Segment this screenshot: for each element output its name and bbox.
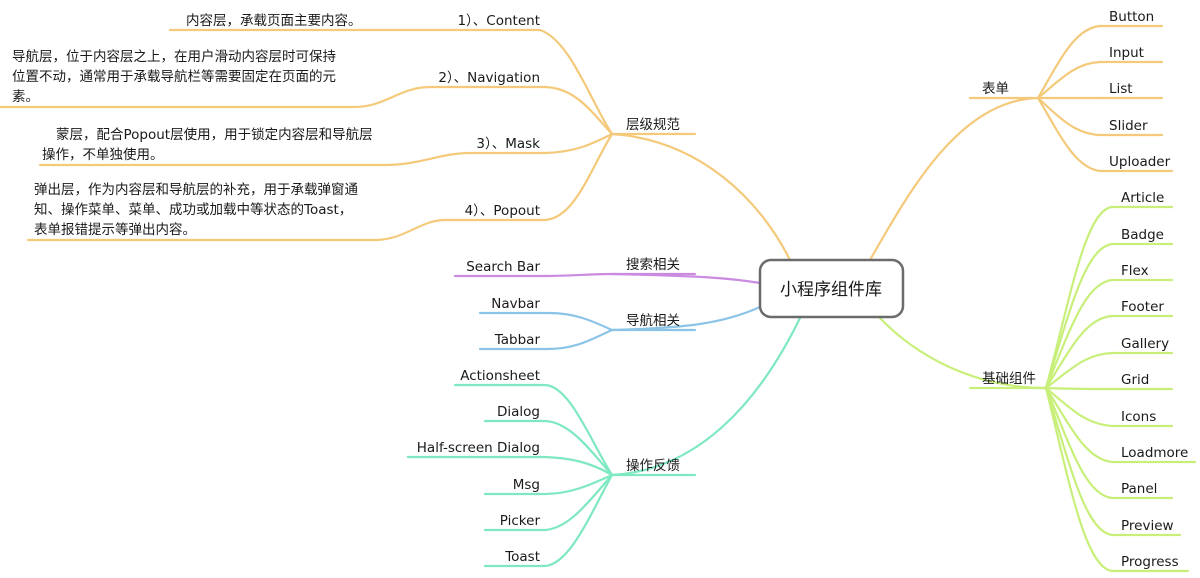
layer-item-desc: 素。: [12, 89, 39, 105]
layer-item-desc: 位置不动，通常用于承载导航栏等需要固定在页面的元: [12, 68, 336, 85]
basic-item-label: Progress: [1121, 554, 1179, 570]
connector-picker: [543, 473, 614, 532]
basic-item-label: Footer: [1121, 299, 1164, 315]
connector-flex: [1044, 278, 1114, 390]
connector-uploader: [1036, 96, 1102, 173]
connector-dialog: [543, 419, 614, 477]
connector-search: [610, 272, 762, 285]
connector-progress: [1044, 386, 1114, 573]
connector-article: [1044, 205, 1114, 390]
nav-item-label: Tabbar: [494, 332, 541, 348]
branch-label-search: 搜索相关: [626, 257, 680, 273]
layer-item-label: 1）、Content: [457, 13, 540, 29]
connector-msg: [543, 473, 614, 496]
branch-label-basic: 基础组件: [982, 370, 1036, 387]
connector-layer: [610, 132, 792, 262]
layer-item-desc: 弹出层，作为内容层和导航层的补充，用于承载弹窗通: [34, 181, 358, 198]
connector-slider: [1036, 96, 1102, 137]
layer-item-desc: 内容层，承载页面主要内容。: [186, 12, 362, 29]
basic-item-label: Gallery: [1121, 336, 1169, 352]
basic-item-label: Preview: [1121, 518, 1174, 534]
layer-item-desc: 操作，不单独使用。: [42, 146, 164, 163]
connector-basic: [878, 316, 1048, 390]
connector-panel: [1044, 386, 1114, 500]
layer-item-desc: 知、操作菜单、菜单、成功或加载中等状态的Toast，: [34, 201, 352, 218]
connector-button: [1036, 24, 1102, 100]
connector-search-bar: [543, 272, 614, 278]
connector-mask: [543, 132, 614, 155]
layer-item-label: 2）、Navigation: [438, 70, 540, 86]
connector-half-screen: [543, 455, 614, 477]
connector-navbar: [546, 311, 614, 332]
layer-item-desc: 蒙层，配合Popout层使用，用于锁定内容层和导航层: [56, 126, 373, 143]
layer-item-desc: 表单报错提示等弹出内容。: [34, 221, 196, 238]
form-item-label: Input: [1109, 45, 1144, 61]
branch-label-layer: 层级规范: [626, 117, 680, 133]
basic-item-label: Flex: [1121, 263, 1149, 279]
layer-item-label: 3）、Mask: [476, 136, 540, 152]
layer-item-desc: 导航层，位于内容层之上，在用户滑动内容层时可保持: [12, 48, 336, 65]
connector-mask-desc: [383, 151, 472, 167]
connector-input: [1036, 60, 1102, 100]
feedback-item-label: Msg: [513, 477, 540, 493]
connector-popout-desc: [373, 218, 447, 242]
connector-footer: [1044, 314, 1114, 390]
basic-item-label: Grid: [1121, 372, 1149, 388]
connector-grid: [1044, 386, 1114, 391]
connector-actionsheet: [543, 383, 614, 477]
connector-navigation-desc: [353, 85, 432, 109]
connector-loadmore: [1044, 386, 1114, 464]
branch-label-form: 表单: [982, 81, 1009, 97]
feedback-item-label: Toast: [504, 549, 540, 565]
feedback-item-label: Picker: [500, 513, 541, 529]
nav-item-label: Navbar: [491, 296, 540, 312]
basic-item-label: Panel: [1121, 481, 1157, 497]
branch-label-feedback: 操作反馈: [626, 458, 680, 474]
branch-label-nav: 导航相关: [626, 313, 680, 329]
layer-item-label: 4）、Popout: [465, 203, 540, 219]
connector-tabbar: [546, 328, 614, 351]
connector-badge: [1044, 242, 1114, 390]
basic-item-label: Article: [1121, 190, 1164, 206]
connector-preview: [1044, 386, 1114, 537]
connector-toast: [543, 473, 614, 568]
root-label: 小程序组件库: [780, 280, 882, 300]
connector-navigation: [543, 85, 614, 136]
basic-item-label: Icons: [1121, 409, 1156, 425]
form-item-label: Slider: [1109, 118, 1148, 134]
root-node: [758, 258, 905, 319]
feedback-item-label: Actionsheet: [460, 368, 540, 384]
form-item-label: Button: [1109, 9, 1154, 25]
connector-form: [868, 96, 1040, 262]
feedback-item-label: Dialog: [497, 404, 540, 420]
feedback-item-label: Half-screen Dialog: [417, 440, 540, 456]
form-item-label: List: [1109, 81, 1133, 97]
search-item-label: Search Bar: [466, 259, 540, 275]
connector-feedback: [610, 316, 802, 477]
connector-popout: [543, 132, 614, 222]
form-item-label: Uploader: [1109, 154, 1171, 170]
connector-gallery: [1044, 351, 1114, 390]
connector-icons: [1044, 386, 1114, 428]
basic-item-label: Loadmore: [1121, 445, 1188, 461]
connector-content: [538, 28, 614, 136]
basic-item-label: Badge: [1121, 227, 1164, 243]
